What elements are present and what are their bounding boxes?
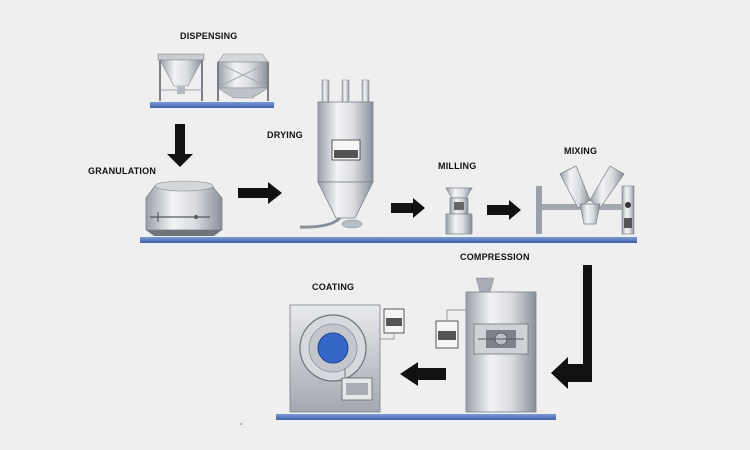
coating-pan xyxy=(289,304,405,413)
arrow-dispensing-to-granulation xyxy=(167,124,193,167)
label-drying: DRYING xyxy=(267,130,303,140)
v-blender xyxy=(536,165,635,235)
label-coating: COATING xyxy=(312,282,355,292)
label-mixing: MIXING xyxy=(564,146,598,156)
arrow-milling-to-mixing xyxy=(487,200,521,220)
tablet-press xyxy=(435,277,537,413)
label-granulation: GRANULATION xyxy=(88,166,157,176)
fluid-bed-dryer xyxy=(299,79,374,229)
arrow-compression-to-coating xyxy=(400,362,446,386)
lower-conveyor xyxy=(276,414,556,420)
label-milling: MILLING xyxy=(438,161,477,171)
dispensing-hoppers xyxy=(157,53,270,101)
granulation-mixer xyxy=(145,180,223,236)
mill xyxy=(445,187,473,235)
coating-drum-opening xyxy=(317,332,349,364)
label-compression: COMPRESSION xyxy=(460,252,530,262)
arrow-drying-to-milling xyxy=(391,198,425,218)
dispensing-platform xyxy=(150,102,274,108)
main-conveyor xyxy=(140,237,637,243)
label-dispensing: DISPENSING xyxy=(180,31,238,41)
arrow-mixing-to-compression xyxy=(551,265,592,389)
arrow-granulation-to-drying xyxy=(238,182,282,204)
